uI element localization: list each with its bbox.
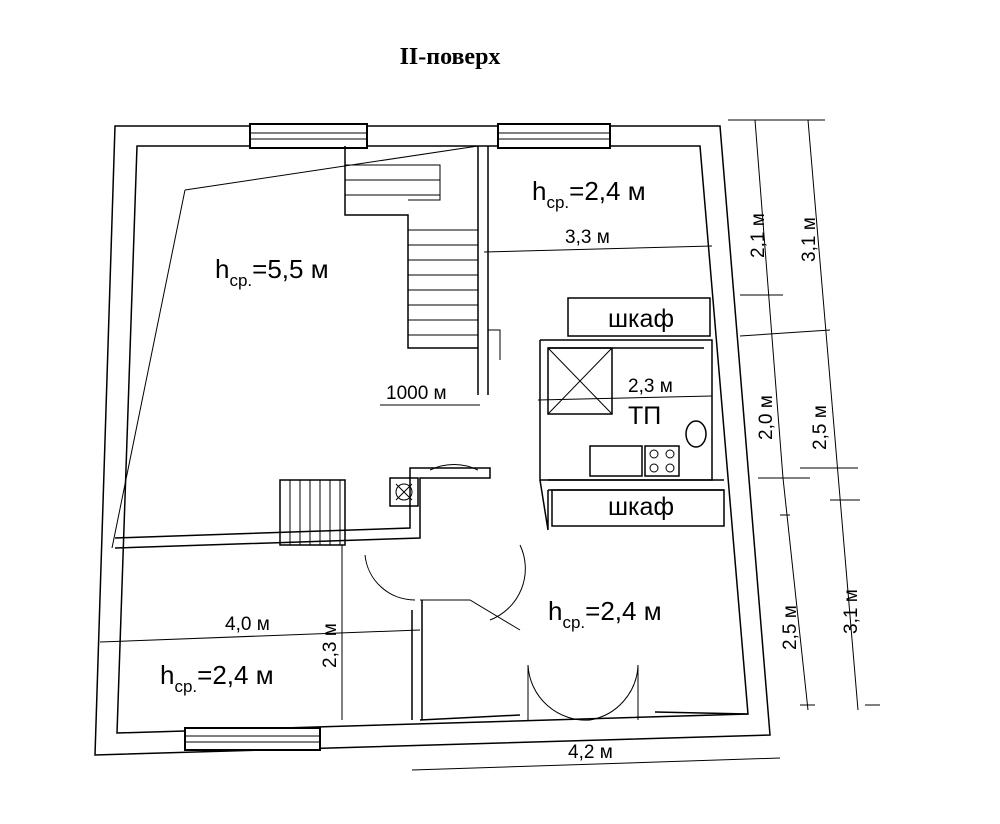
bottom-right-room-height-label: hср.=2,4 м [548,596,662,632]
bottom-left-room-height-label: hср.=2,4 м [160,660,274,696]
wardrobe-bottom [551,489,725,527]
window-top-left [249,123,368,149]
stairs-bottom [279,479,346,546]
boiler-icon [547,347,613,415]
dimension-chain-right [728,119,880,711]
big-room-height-label: hср.=5,5 м [215,254,329,290]
window-bottom-left [184,727,321,751]
stairs-top [344,146,478,349]
toilet-icon [685,420,707,448]
dim-right-inner-1: 2,1 м [748,213,769,258]
bottom-left-room-depth-label: 2,3 м [320,623,341,668]
window-top-right [497,123,611,149]
dim-right-outer-3: 3,1 м [841,589,862,634]
inner-dimension-lines [99,245,713,720]
boiler-room-width-label: 2,3 м [628,376,673,397]
sink-icon [589,445,643,477]
dim-right-inner-3: 2,5 м [780,605,801,650]
bottom-left-room-width-label: 4,0 м [225,614,270,635]
wardrobe-bottom-label: шкаф [608,493,674,521]
top-right-room-height-label: hср.=2,4 м [532,176,646,212]
dim-right-outer-1: 3,1 м [799,217,820,262]
dimension-chain-bottom [411,757,781,771]
stove-icon [644,445,680,477]
dim-right-outer-2: 2,5 м [810,405,831,450]
interior-walls [111,145,749,721]
dim-right-inner-2: 2,0 м [756,395,777,440]
vent-icon [389,477,419,507]
wardrobe-top-label: шкаф [608,305,674,333]
doors [364,329,639,721]
page-title: II-поверх [399,44,501,70]
dim-bottom: 4,2 м [568,742,613,763]
stair-label: 1000 м [386,383,447,404]
boiler-room-name: ТП [628,402,661,430]
wardrobe-top [567,297,711,337]
top-right-room-width-label: 3,3 м [565,227,610,248]
